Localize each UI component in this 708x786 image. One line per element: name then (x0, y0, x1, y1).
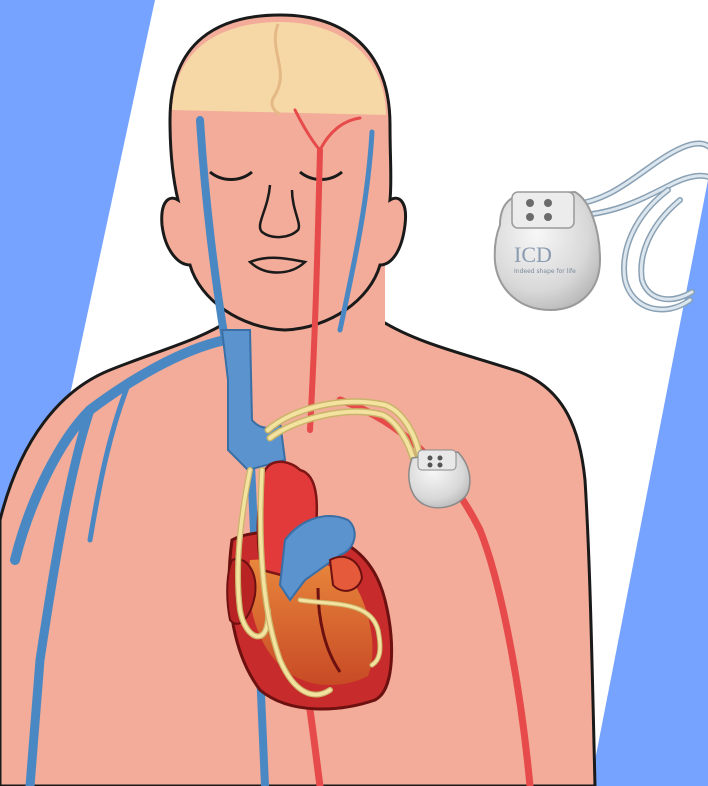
device-tagline: Indeed shape for life (514, 268, 576, 275)
implanted-icd (409, 450, 470, 508)
icd-device: ICD Indeed shape for life (495, 143, 708, 310)
right-blue-band (590, 180, 708, 786)
device-label: ICD (514, 242, 552, 267)
device-header (512, 192, 574, 228)
